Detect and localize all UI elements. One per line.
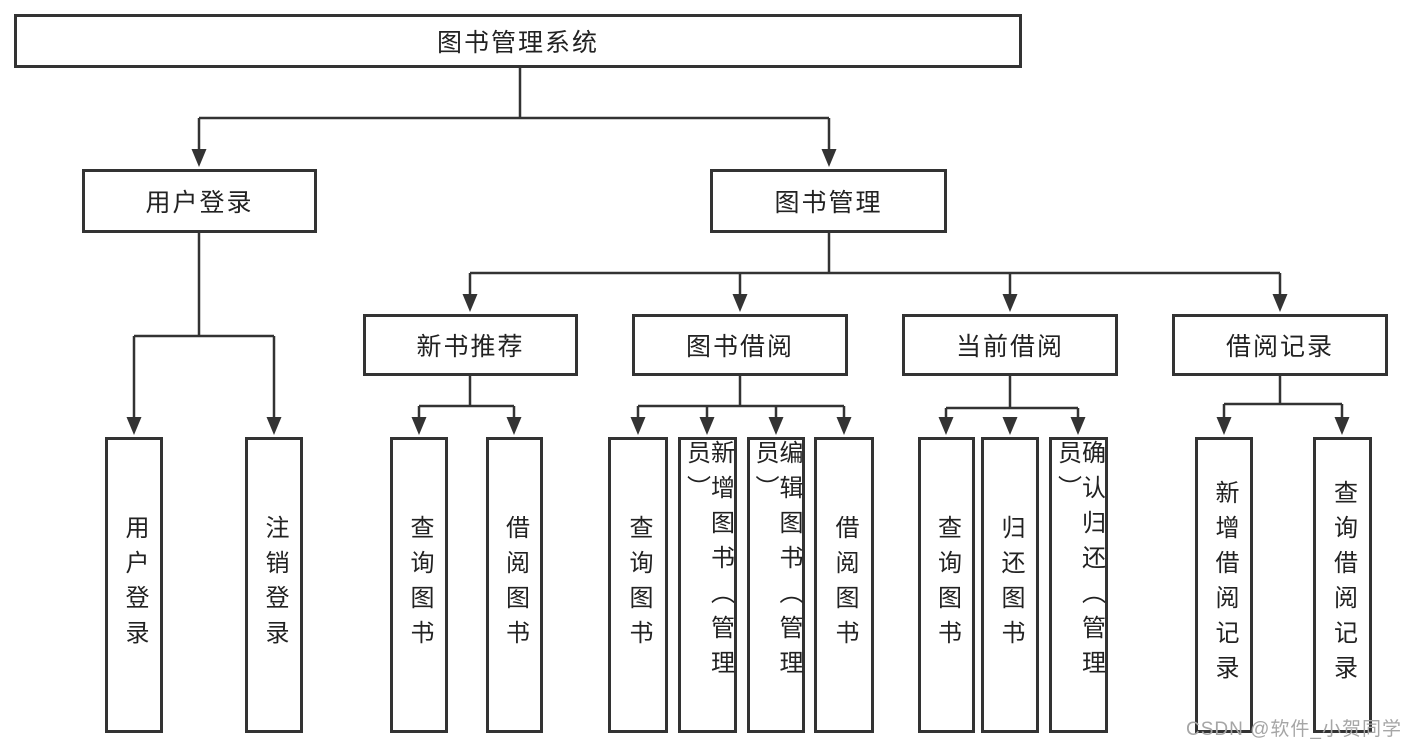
arrow-down-icon	[1070, 417, 1086, 435]
arrow-down-icon	[411, 417, 427, 435]
leaf-query-books-borrow: 查询图书	[608, 437, 668, 733]
arrow-down-icon	[1002, 417, 1018, 435]
arrow-down-icon	[462, 294, 478, 312]
leaf-return-books: 归还图书	[981, 437, 1039, 733]
leaf-label: 借阅图书	[501, 515, 529, 655]
leaf-label: 编辑图书（管理员）	[751, 440, 802, 685]
arrow-down-icon	[1334, 417, 1350, 435]
node-label: 图书管理系统	[436, 29, 599, 57]
leaf-label: 查询图书	[406, 515, 433, 655]
leaf-label: 确认归还（管理员）	[1053, 440, 1105, 685]
leaf-confirm-return-admin: 确认归还（管理员）	[1049, 437, 1108, 733]
node-borrow-record: 借阅记录	[1172, 314, 1388, 376]
arrow-down-icon	[938, 417, 954, 435]
arrow-down-icon	[1002, 294, 1018, 312]
node-label: 当前借阅	[955, 333, 1064, 361]
leaf-add-books-admin: 新增图书（管理员）	[678, 437, 737, 733]
leaf-logout: 注销登录	[245, 437, 303, 733]
leaf-add-borrow-record: 新增借阅记录	[1195, 437, 1253, 733]
leaf-label: 借阅图书	[831, 515, 858, 655]
leaf-borrow-books-recommend: 借阅图书	[486, 437, 543, 733]
arrow-down-icon	[126, 417, 142, 435]
leaf-label: 归还图书	[997, 515, 1024, 655]
node-label: 用户登录	[145, 189, 254, 217]
node-new-book-recommend: 新书推荐	[363, 314, 578, 376]
leaf-query-books-current: 查询图书	[918, 437, 975, 733]
node-library-management-system: 图书管理系统	[14, 14, 1022, 68]
leaf-label: 用户登录	[121, 515, 148, 655]
arrow-down-icon	[836, 417, 852, 435]
arrow-down-icon	[1216, 417, 1232, 435]
arrow-down-icon	[699, 417, 715, 435]
leaf-label: 新增图书（管理员）	[682, 440, 734, 685]
leaf-label: 查询借阅记录	[1329, 480, 1357, 690]
arrow-down-icon	[768, 417, 784, 435]
arrow-down-icon	[266, 417, 282, 435]
arrow-down-icon	[732, 294, 748, 312]
arrow-icons	[126, 149, 1350, 435]
leaf-borrow-books: 借阅图书	[814, 437, 874, 733]
node-book-borrow: 图书借阅	[632, 314, 848, 376]
node-label: 新书推荐	[416, 333, 525, 361]
leaf-label: 查询图书	[933, 515, 961, 655]
tree-edges	[132, 68, 1344, 418]
arrow-down-icon	[630, 417, 646, 435]
node-user-login: 用户登录	[82, 169, 317, 233]
leaf-label: 新增借阅记录	[1211, 480, 1238, 690]
csdn-watermark: CSDN @软件_小贺同学	[1186, 719, 1402, 740]
leaf-user-login: 用户登录	[105, 437, 163, 733]
leaf-query-books-recommend: 查询图书	[390, 437, 448, 733]
arrow-down-icon	[506, 417, 522, 435]
leaf-label: 注销登录	[261, 515, 288, 655]
leaf-label: 查询图书	[625, 515, 652, 655]
node-book-management: 图书管理	[710, 169, 947, 233]
leaf-query-borrow-record: 查询借阅记录	[1313, 437, 1372, 733]
leaf-edit-books-admin: 编辑图书（管理员）	[747, 437, 805, 733]
arrow-down-icon	[821, 149, 837, 167]
arrow-down-icon	[191, 149, 207, 167]
node-label: 图书借阅	[685, 333, 794, 361]
node-label: 图书管理	[774, 189, 883, 217]
arrow-down-icon	[1272, 294, 1288, 312]
node-current-borrow: 当前借阅	[902, 314, 1118, 376]
node-label: 借阅记录	[1225, 333, 1334, 361]
